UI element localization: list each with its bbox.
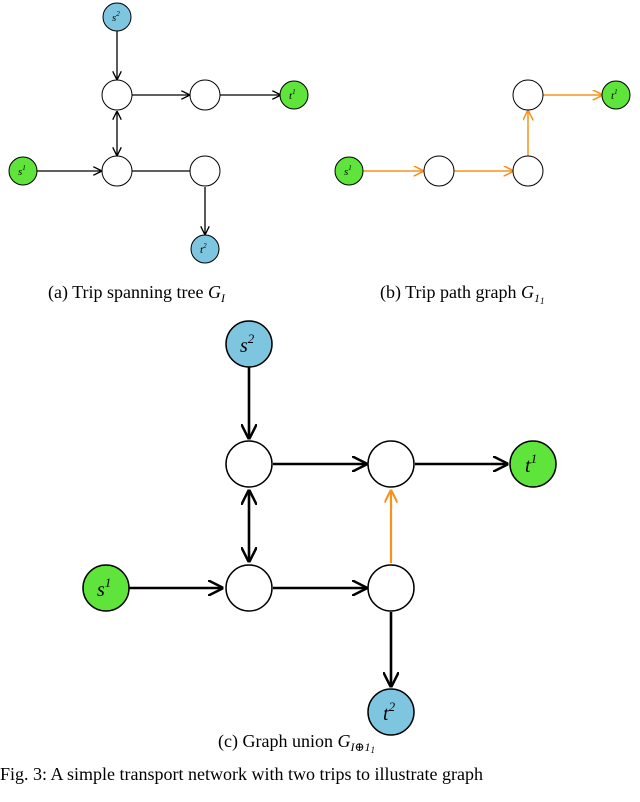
caption-a-symbol: G [207,282,221,302]
diagram-c-edges [128,367,507,686]
caption-b-sub: 11 [534,291,545,306]
node-a-n3 [101,155,133,187]
diagram-a-nodes: s2 t1 s1 t2 [8,2,309,264]
node-b-n2 [512,155,544,187]
figure-caption: Fig. 3: A simple transport network with … [0,764,483,784]
node-a-t1 [279,80,309,110]
node-a-s1 [8,156,38,186]
node-c-n3 [225,564,273,612]
node-c-n4 [367,564,415,612]
node-c-n1 [225,440,273,488]
node-b-t1-label: t1 [611,88,618,102]
caption-a-sub: I [220,291,225,305]
node-a-s2-label: s2 [112,10,120,24]
node-a-t2-label: t2 [200,242,207,256]
node-a-s1-label: s1 [18,164,26,178]
caption-c-text: (c) Graph union [218,731,338,751]
node-b-s1-label: s1 [344,164,352,178]
caption-a-text: (a) Trip spanning tree [48,282,208,302]
node-a-t1-label: t1 [289,88,296,102]
node-c-s2 [225,320,273,368]
caption-c-sub: I⊕11 [350,740,376,755]
node-a-t2 [190,234,220,264]
diagram-b-nodes: s1 t1 [334,79,631,187]
diagram-a-edges [37,31,280,234]
diagram-b-edges [363,95,602,171]
diagram-c-nodes: s2 t1 s1 t2 [82,320,557,736]
node-c-t1 [509,440,557,488]
node-b-s1 [334,156,364,186]
node-a-n4 [189,155,221,187]
node-a-s2 [102,2,132,32]
node-c-t2-label: t2 [383,699,396,725]
caption-c-symbol: G [337,731,351,751]
node-c-s1-label: s1 [97,575,111,601]
node-b-t1 [601,80,631,110]
caption-b: (b) Trip path graph G11 [380,282,545,306]
caption-c: (c) Graph union GI⊕11 [218,731,375,755]
node-c-s1 [82,564,130,612]
caption-a: (a) Trip spanning tree GI [48,282,225,306]
node-c-s2-label: s2 [240,331,255,357]
node-c-t2 [367,688,415,736]
node-b-n1 [423,155,455,187]
node-a-n1 [101,79,133,111]
caption-b-symbol: G [521,282,534,302]
node-c-t1-label: t1 [525,451,537,477]
caption-b-text: (b) Trip path graph [380,282,521,302]
node-c-n2 [367,440,415,488]
node-a-n2 [189,79,221,111]
node-b-n3 [512,79,544,111]
